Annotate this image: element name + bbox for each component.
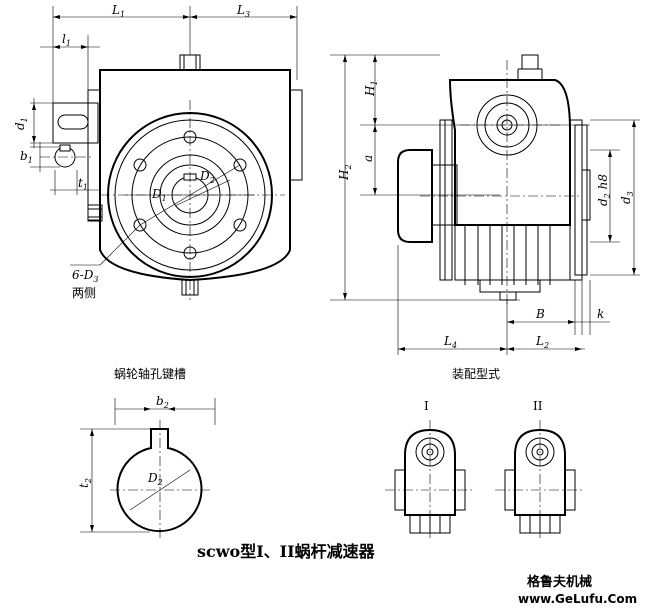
dim-b2: b2: [156, 394, 169, 410]
dim-d2-h8: d2 h8: [596, 174, 612, 206]
dim-t2: t2: [77, 478, 93, 488]
assembly-type-I: I: [385, 399, 475, 540]
dim-D1: D1: [151, 187, 167, 203]
drawing-title: scwo型I、II蜗杆减速器: [197, 542, 376, 561]
side-view: H2 H1 a: [330, 54, 640, 355]
front-view: L1 L3 l1 d1 b1 t1: [13, 3, 303, 300]
dim-L1: L1: [111, 3, 125, 19]
dim-6-D3: 6-D3: [72, 268, 98, 284]
caption-keyway: 蜗轮轴孔键槽: [114, 366, 186, 381]
dim-b1: b1: [20, 149, 33, 165]
dim-L3: L3: [236, 3, 250, 19]
dim-d3: d3: [619, 191, 635, 204]
dim-l1: l1: [62, 32, 71, 48]
dim-d1: d1: [13, 117, 29, 130]
watermark-name: 格鲁夫机械: [527, 574, 592, 590]
dim-D2: D2: [199, 169, 215, 185]
dim-H2: H2: [337, 164, 353, 181]
dim-H1: H1: [363, 80, 379, 97]
dim-L2: L2: [535, 334, 549, 350]
watermark-url: www.GeLufu.Com: [518, 592, 637, 606]
dim-L4: L4: [443, 334, 457, 350]
dim-D2-key: D2: [147, 471, 163, 487]
dim-a: a: [361, 155, 375, 162]
caption-assembly: 装配型式: [452, 367, 500, 381]
assembly-type-II: II: [495, 399, 585, 540]
keyway-section: b2 D2 t2: [77, 394, 216, 540]
dim-t1: t1: [78, 176, 88, 192]
dim-k: k: [597, 307, 604, 321]
label-type-II: II: [533, 399, 543, 413]
label-type-I: I: [424, 399, 429, 413]
dim-B: B: [535, 307, 545, 321]
label-both-sides: 两侧: [72, 286, 96, 300]
